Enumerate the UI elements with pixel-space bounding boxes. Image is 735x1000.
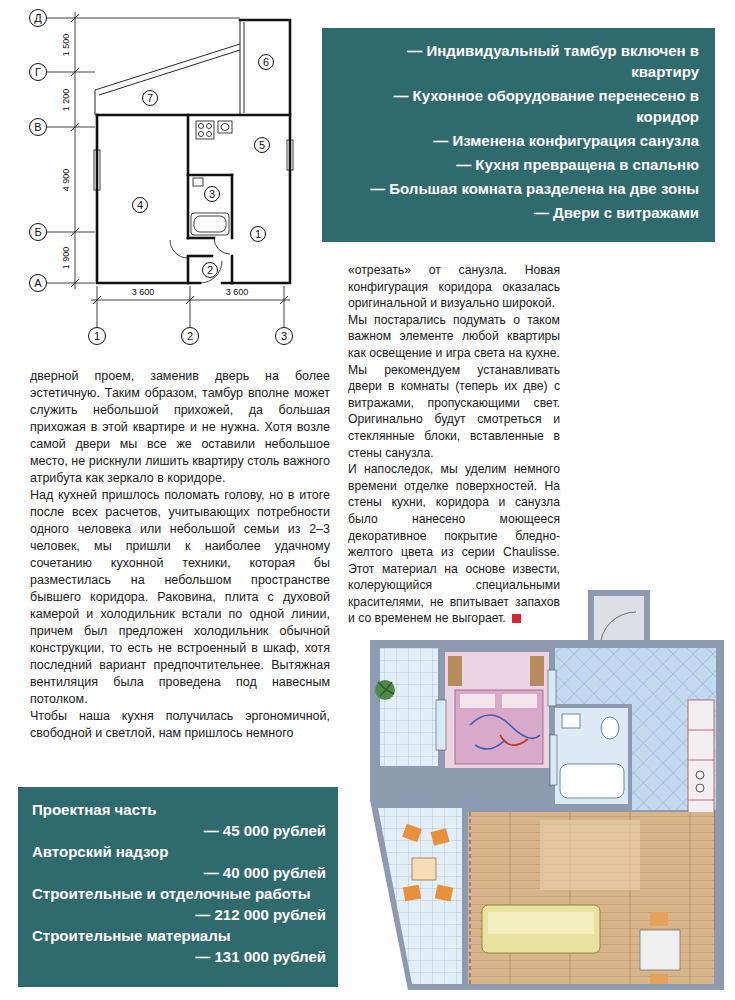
callout-circle: 1 bbox=[250, 226, 266, 242]
summary-panel: — Индивидуальный тамбур включен в кварти… bbox=[322, 28, 715, 242]
callout-number: 4 bbox=[137, 200, 143, 211]
summary-bullet: — Индивидуальный тамбур включен в кварти… bbox=[344, 40, 699, 82]
callout-number: 5 bbox=[259, 140, 265, 151]
callout-circle: В bbox=[29, 118, 47, 136]
text-column: «отрезать» от санузла. Новая конфигураци… bbox=[348, 262, 560, 627]
body-paragraph: дверной проем, заменив дверь на более эс… bbox=[30, 368, 330, 487]
summary-bullet: — Изменена конфигурация санузла bbox=[344, 130, 699, 151]
body-paragraph: Чтобы наша кухня получилась эргономичной… bbox=[30, 708, 330, 742]
cost-amount: — 40 000 рублей bbox=[32, 862, 326, 883]
callout-number: 2 bbox=[187, 331, 193, 342]
callout-circle: 2 bbox=[181, 327, 199, 345]
callout-circle: 7 bbox=[142, 90, 158, 106]
callout-circle: Г bbox=[29, 63, 47, 81]
end-mark bbox=[512, 614, 521, 623]
callout-circle: 3 bbox=[275, 327, 293, 345]
callout-circle: 6 bbox=[258, 54, 274, 70]
callout-circle: Б bbox=[29, 223, 47, 241]
callout-number: 3 bbox=[281, 331, 287, 342]
callout-number: 2 bbox=[207, 265, 213, 276]
dimension-label: 1 500 bbox=[61, 33, 71, 58]
callout-circle: 5 bbox=[254, 137, 270, 153]
summary-bullet: — Кухонное оборудование перенесено в кор… bbox=[344, 85, 699, 127]
callout-circle: 4 bbox=[132, 197, 148, 213]
callout-circle: А bbox=[29, 274, 47, 292]
cost-item: Проектная часть bbox=[32, 799, 326, 820]
callout-number: 1 bbox=[94, 331, 100, 342]
callout-circle: 3 bbox=[204, 186, 220, 202]
text-column: дверной проем, заменив дверь на более эс… bbox=[30, 368, 330, 742]
illustration bbox=[370, 590, 724, 990]
body-paragraph: И напоследок, мы уделим немного времени … bbox=[348, 461, 560, 627]
callout-number: 6 bbox=[263, 57, 269, 68]
dimension-label: 4 900 bbox=[61, 168, 71, 193]
callout-number: А bbox=[34, 278, 41, 289]
callout-number: 7 bbox=[147, 93, 153, 104]
callout-circle: 1 bbox=[88, 327, 106, 345]
dimension-lines bbox=[47, 12, 290, 327]
callout-number: Д bbox=[34, 13, 41, 24]
callout-number: 3 bbox=[209, 189, 215, 200]
callout-circle: 2 bbox=[202, 262, 218, 278]
callout-number: Г bbox=[35, 67, 41, 78]
cost-item: Строительные и отделочные работы bbox=[32, 883, 326, 904]
dimension-label: 3 600 bbox=[225, 287, 250, 297]
callout-number: Б bbox=[34, 227, 41, 238]
cost-amount: — 212 000 рублей bbox=[32, 904, 326, 925]
cost-item: Авторский надзор bbox=[32, 841, 326, 862]
cost-panel: Проектная часть— 45 000 рублейАвторский … bbox=[18, 787, 338, 987]
walls bbox=[97, 20, 290, 283]
doors-and-fixtures bbox=[94, 121, 293, 283]
dimension-label: 1 900 bbox=[61, 246, 71, 271]
dimension-label: 1 200 bbox=[61, 88, 71, 113]
callout-number: 1 bbox=[255, 229, 261, 240]
callout-number: В bbox=[34, 122, 41, 133]
summary-bullet: — Двери с витражами bbox=[344, 202, 699, 223]
body-paragraph: «отрезать» от санузла. Новая конфигураци… bbox=[348, 262, 560, 312]
summary-bullet: — Кухня превращена в спальню bbox=[344, 154, 699, 175]
dimension-label: 3 600 bbox=[131, 287, 156, 297]
cost-amount: — 45 000 рублей bbox=[32, 820, 326, 841]
cost-item: Строительные материалы bbox=[32, 925, 326, 946]
body-paragraph: Над кухней пришлось поломать голову, но … bbox=[30, 487, 330, 708]
loggia-lines bbox=[95, 20, 244, 115]
summary-bullet: — Большая комната разделена на две зоны bbox=[344, 178, 699, 199]
cost-amount: — 131 000 рублей bbox=[32, 946, 326, 967]
callout-circle: Д bbox=[29, 9, 47, 27]
body-paragraph: Мы постарались подумать о таком важном э… bbox=[348, 312, 560, 461]
